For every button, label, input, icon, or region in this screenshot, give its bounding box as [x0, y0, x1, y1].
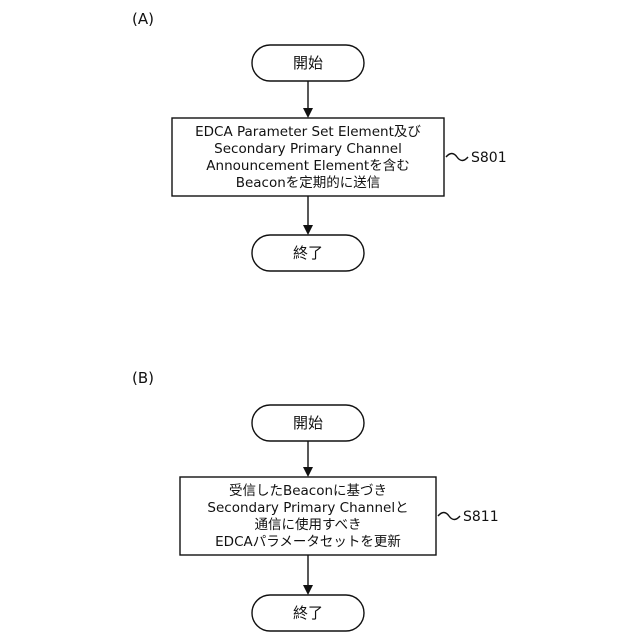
panel-b-process-node: 受信したBeaconに基づき Secondary Primary Channel…	[180, 477, 436, 555]
panel-a-end-text: 終了	[293, 244, 323, 262]
panel-b-end-text: 終了	[293, 604, 323, 622]
panel-a-process-node: EDCA Parameter Set Element及び Secondary P…	[172, 118, 444, 196]
panel-b-end-node: 終了	[252, 595, 364, 631]
panel-a-step-id: S801	[471, 150, 507, 166]
panel-b-step-leader	[438, 513, 460, 520]
panel-a-arrow-2	[303, 196, 313, 235]
panel-b-step-id: S811	[463, 509, 499, 525]
panel-a-label: (A)	[132, 10, 154, 28]
panel-b-start-text: 開始	[293, 414, 323, 432]
panel-a-process-line-4: Beaconを定期的に送信	[236, 175, 381, 191]
panel-a-start-text: 開始	[293, 54, 323, 72]
panel-a-process-line-3: Announcement Elementを含む	[206, 158, 409, 174]
panel-a-start-node: 開始	[252, 45, 364, 81]
panel-b: (B) 開始 受信したBeaconに基づき Secondary Primary …	[132, 369, 499, 631]
panel-a-arrow-1	[303, 81, 313, 118]
panel-b-process-line-1: 受信したBeaconに基づき	[229, 482, 387, 499]
panel-b-step-callout: S811	[438, 509, 499, 525]
panel-b-start-node: 開始	[252, 405, 364, 441]
panel-b-process-line-3: 通信に使用すべき	[254, 516, 361, 533]
panel-b-arrow-1	[303, 441, 313, 477]
panel-a-step-callout: S801	[446, 150, 507, 166]
panel-a-end-node: 終了	[252, 235, 364, 271]
panel-b-label: (B)	[132, 369, 154, 387]
panel-a-process-line-1: EDCA Parameter Set Element及び	[195, 124, 421, 140]
panel-a-process-line-2: Secondary Primary Channel	[214, 141, 402, 157]
panel-a: (A) 開始 EDCA Parameter Set Element及び Seco…	[132, 10, 507, 271]
panel-b-process-line-4: EDCAパラメータセットを更新	[215, 534, 401, 550]
panel-a-step-leader	[446, 154, 468, 161]
panel-b-process-line-2: Secondary Primary Channelと	[207, 500, 408, 516]
panel-b-arrow-2	[303, 555, 313, 595]
